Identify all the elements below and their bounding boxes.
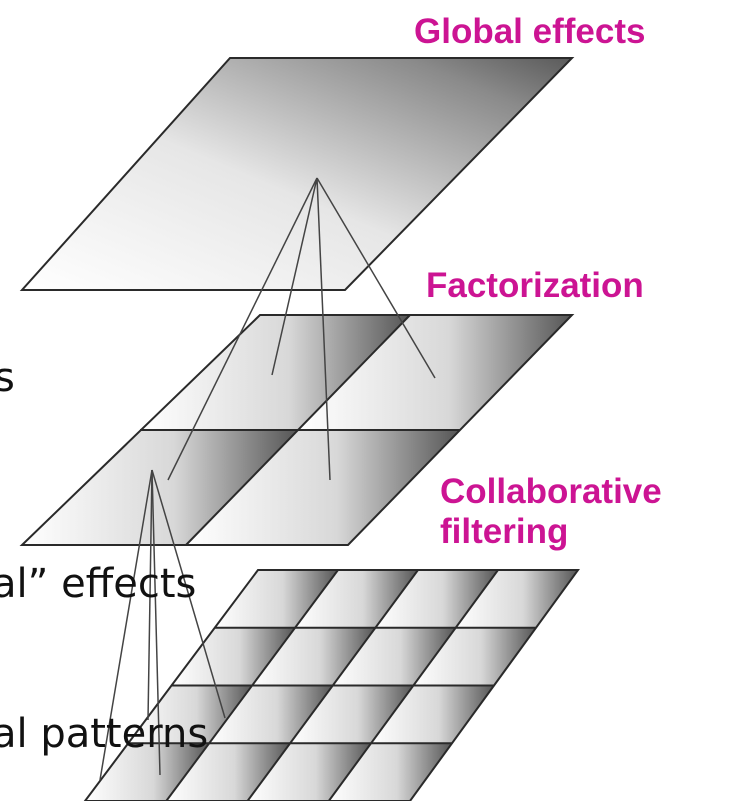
cf-cell <box>171 627 296 686</box>
cf-cell <box>85 743 210 801</box>
cf-cell <box>209 685 333 744</box>
background-quote-fragment: ” <box>0 0 13 22</box>
factor-cell <box>186 430 460 545</box>
cf-cell <box>252 627 376 686</box>
connector-line <box>99 469 153 781</box>
cf-cell <box>371 685 494 744</box>
factor-plane-outline <box>19 314 575 546</box>
label-factorization: Factorization <box>426 266 644 305</box>
cf-grid-line <box>246 569 419 801</box>
label-collaborative-line1: Collaborative <box>440 472 662 511</box>
global-plane <box>19 57 575 291</box>
factor-grid-line <box>185 314 411 546</box>
connector-line <box>167 177 318 481</box>
cf-plane-outline <box>83 569 580 801</box>
factor-cell <box>22 430 298 545</box>
cf-cell <box>247 743 372 801</box>
connector-line <box>151 469 161 776</box>
connector-line <box>271 177 318 376</box>
cf-cell <box>290 685 414 744</box>
connector-line <box>316 177 331 481</box>
cf-cell <box>332 627 456 686</box>
cf-cell <box>214 570 338 628</box>
connector-line <box>316 177 436 379</box>
background-effects-fragment: al” effects <box>0 561 197 607</box>
cf-cell <box>413 627 536 686</box>
connectors <box>99 177 436 781</box>
cf-cell <box>455 570 578 628</box>
label-collaborative-line2: filtering <box>440 512 569 551</box>
connector-line <box>147 469 153 721</box>
cf-cell <box>295 570 418 628</box>
cf-cell <box>328 743 452 801</box>
cf-cell <box>166 743 291 801</box>
connector-line <box>151 469 226 719</box>
background-text-fragment: s <box>0 355 15 401</box>
cf-cell <box>375 570 498 628</box>
factor-cell <box>298 315 572 430</box>
cf-grid-line <box>327 569 499 801</box>
background-patterns-fragment: al patterns <box>0 711 209 757</box>
layer-global <box>19 57 575 291</box>
layer-collaborative <box>83 569 580 801</box>
label-global-effects: Global effects <box>414 12 646 51</box>
